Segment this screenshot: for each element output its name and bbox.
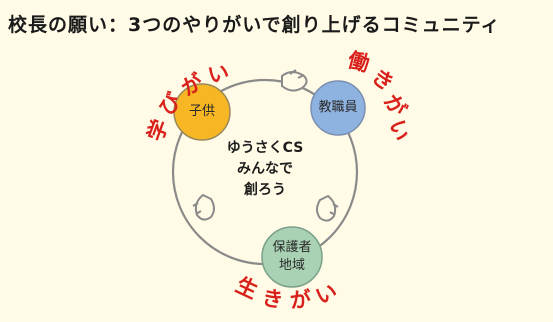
community-node-label: 保護者 地域 — [262, 239, 322, 275]
center-slogan-line1: ゆうさくCS — [226, 140, 304, 156]
phrase-learning-char: い — [205, 60, 232, 88]
center-slogan: ゆうさくCS みんなで 創ろう — [200, 138, 330, 201]
child-node — [173, 83, 231, 141]
handshake-icons — [192, 69, 339, 222]
community-label-line2: 地域 — [278, 258, 305, 273]
page-title: 校長の願い：3つのやりがいで創り上げるコミュニティ — [8, 14, 501, 36]
community-label-line1: 保護者 — [272, 240, 312, 255]
handshake-icon-right — [316, 194, 339, 222]
handshake-icon-left — [192, 193, 215, 221]
child-node-label: 子供 — [182, 103, 222, 121]
child-label-text: 子供 — [188, 104, 215, 119]
community-node — [261, 226, 323, 288]
teacher-node — [310, 80, 366, 136]
teacher-label-text: 教職員 — [318, 100, 358, 115]
center-slogan-line3: 創ろう — [244, 182, 286, 198]
phrase-living-char: き — [260, 285, 286, 313]
phrase-living-char: が — [288, 287, 312, 313]
center-slogan-line2: みんなで — [237, 161, 293, 177]
teacher-node-label: 教職員 — [310, 99, 366, 117]
handshake-icon-top — [281, 69, 308, 92]
